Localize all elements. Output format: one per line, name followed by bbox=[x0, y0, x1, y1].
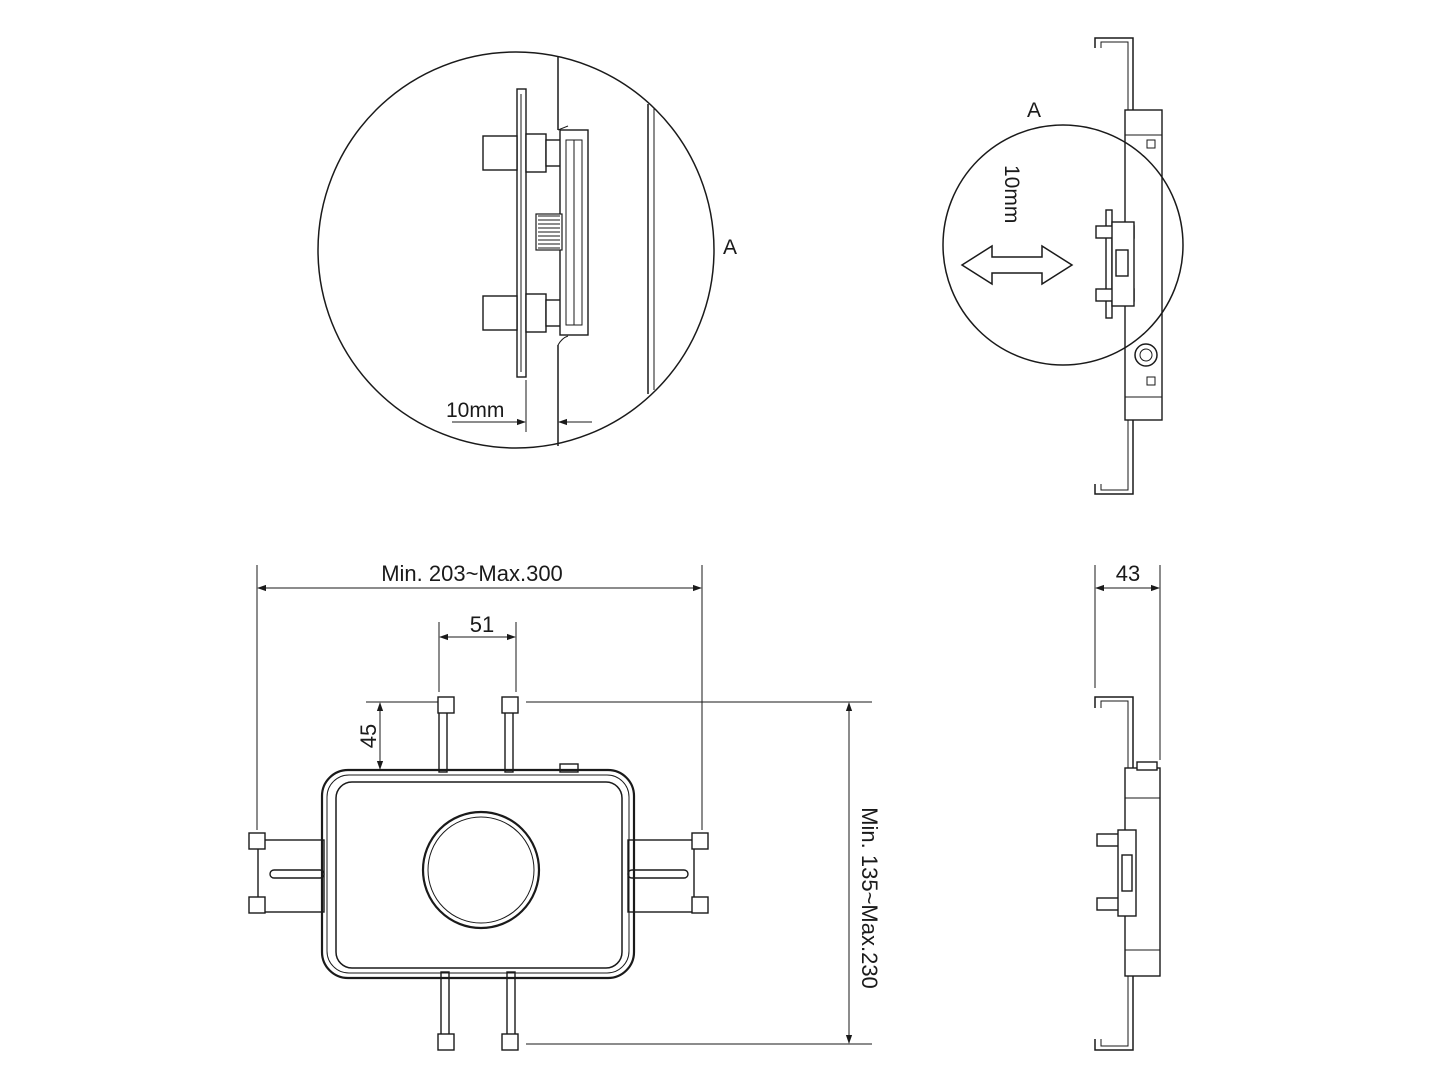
spacing-51-label: 51 bbox=[470, 612, 494, 637]
top-right-hook bbox=[501, 696, 519, 714]
detail-a-label: A bbox=[723, 236, 737, 259]
depth-43-label: 43 bbox=[1116, 561, 1140, 586]
bottom-right-hook bbox=[501, 1033, 519, 1051]
detail-a-view: 10mm A bbox=[317, 51, 737, 449]
threaded-bolt bbox=[535, 213, 563, 251]
double-arrow-icon bbox=[960, 244, 1074, 286]
front-view: Min. 203~Max.300 51 45 Min. 135~Max.230 bbox=[248, 561, 882, 1051]
side-view-compact: 43 bbox=[1094, 561, 1161, 1051]
lower-arm-block bbox=[482, 295, 518, 331]
detail-a-circle bbox=[317, 51, 715, 449]
height-45-label: 45 bbox=[356, 724, 381, 748]
gap-detail-label: 10mm bbox=[446, 399, 504, 422]
gap-side-label: 10mm bbox=[1000, 165, 1023, 223]
bracket-plate bbox=[320, 768, 636, 980]
upper-arm-block bbox=[482, 135, 518, 171]
center-hub bbox=[421, 810, 541, 930]
adjust-knob bbox=[1134, 343, 1158, 367]
detail-a-side-label: A bbox=[1027, 99, 1041, 122]
detail-a-marker-circle bbox=[942, 124, 1184, 366]
bottom-left-hook bbox=[437, 1033, 455, 1051]
side-view-extended: 10mm A bbox=[942, 37, 1184, 495]
plate-inner-face bbox=[335, 781, 623, 969]
height-range-label: Min. 135~Max.230 bbox=[857, 807, 882, 989]
top-left-hook bbox=[437, 696, 455, 714]
width-range-label: Min. 203~Max.300 bbox=[381, 561, 563, 586]
